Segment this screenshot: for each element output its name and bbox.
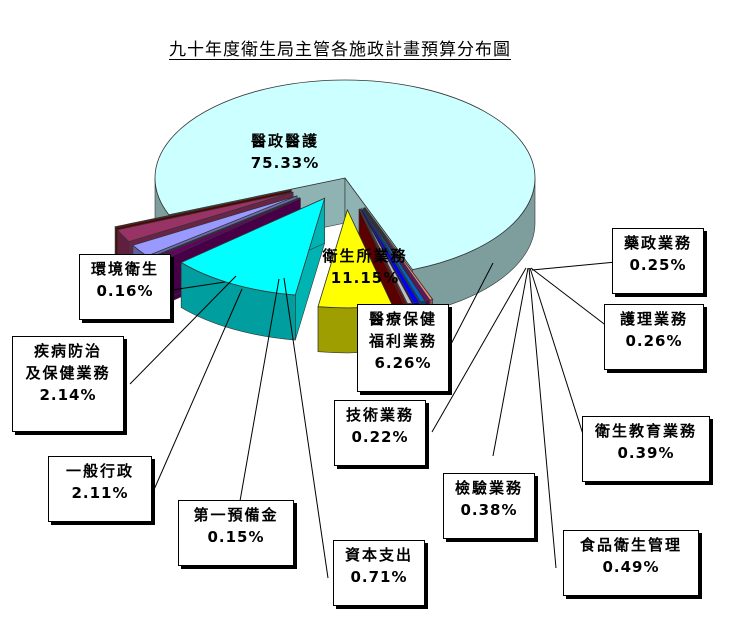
data-label-value: 0.26% bbox=[625, 332, 683, 350]
data-label-value: 6.26% bbox=[374, 354, 432, 372]
data-label-name: 衛生教育業務 bbox=[594, 422, 697, 440]
data-label-value: 0.39% bbox=[617, 444, 675, 462]
data-label-technical-affairs: 技術業務 0.22% bbox=[334, 400, 426, 466]
pie-slice-health-stations bbox=[180, 197, 326, 341]
data-label-name: 醫療保健 bbox=[368, 310, 437, 328]
data-label-name: 技術業務 bbox=[345, 406, 414, 424]
data-label-food-hygiene: 食品衛生管理 0.49% bbox=[563, 530, 699, 596]
leader-line-capital-expenditure bbox=[283, 277, 329, 579]
data-label-value: 0.38% bbox=[460, 501, 518, 519]
leader-line-first-reserve bbox=[239, 278, 280, 502]
data-label-name: 藥政業務 bbox=[623, 234, 692, 252]
data-label-name: 一般行政 bbox=[65, 462, 134, 480]
data-label-name: 檢驗業務 bbox=[454, 479, 523, 497]
data-label-general-admin: 一般行政 2.11% bbox=[48, 456, 152, 522]
data-label-name: 及保健業務 bbox=[25, 364, 111, 382]
data-label-name: 疾病防治 bbox=[33, 342, 102, 360]
data-label-name: 福利業務 bbox=[368, 332, 437, 350]
data-label-value: 0.16% bbox=[96, 282, 154, 300]
data-label-name: 食品衛生管理 bbox=[579, 536, 682, 554]
leader-line-inspection bbox=[492, 267, 529, 457]
leader-line-technical-affairs bbox=[431, 267, 527, 433]
data-label-name: 護理業務 bbox=[619, 310, 688, 328]
data-label-name: 醫政醫護 bbox=[250, 132, 319, 150]
data-label-value: 0.15% bbox=[207, 528, 265, 546]
leader-line-food-hygiene bbox=[528, 267, 557, 569]
leader-line-disease-prevention bbox=[129, 275, 237, 385]
data-label-disease-prevention: 疾病防治及保健業務 2.14% bbox=[12, 336, 124, 432]
data-label-value: 0.25% bbox=[629, 256, 687, 274]
chart-title: 九十年度衛生局主管各施政計畫預算分布圖 bbox=[169, 40, 511, 60]
leader-line-health-education bbox=[529, 267, 589, 451]
data-label-name: 環境衛生 bbox=[90, 260, 159, 278]
data-label-first-reserve: 第一預備金 0.15% bbox=[178, 500, 294, 566]
data-label-value: 0.22% bbox=[351, 428, 409, 446]
data-label-value: 0.71% bbox=[350, 568, 408, 586]
data-label-nursing-affairs: 護理業務 0.26% bbox=[604, 304, 704, 370]
data-label-inspection: 檢驗業務 0.38% bbox=[443, 473, 535, 539]
data-label-medical-welfare: 醫療保健福利業務 6.26% bbox=[357, 304, 449, 392]
leader-line-environmental-health bbox=[171, 281, 226, 291]
data-label-health-education: 衛生教育業務 0.39% bbox=[582, 416, 710, 482]
data-label-name: 資本支出 bbox=[344, 546, 413, 564]
data-label-capital-expenditure: 資本支出 0.71% bbox=[333, 540, 425, 606]
data-label-pharmaceutical-affairs: 藥政業務 0.25% bbox=[612, 228, 704, 294]
data-label-name: 衛生所業務 bbox=[322, 247, 408, 265]
data-label-name: 第一預備金 bbox=[193, 506, 279, 524]
leader-line-general-admin bbox=[152, 288, 243, 493]
data-label-environmental-health: 環境衛生 0.16% bbox=[79, 254, 171, 320]
leader-line-medical-welfare bbox=[448, 262, 494, 349]
data-label-value: 2.14% bbox=[39, 386, 97, 404]
data-label-health-stations: 衛生所業務 11.15% bbox=[300, 245, 430, 289]
data-label-value: 0.49% bbox=[602, 558, 660, 576]
leader-line-pharmaceutical-affairs bbox=[531, 261, 617, 271]
data-label-medical-affairs: 醫政醫護 75.33% bbox=[230, 130, 340, 174]
data-label-value: 2.11% bbox=[71, 484, 129, 502]
leader-line-nursing-affairs bbox=[530, 267, 613, 331]
data-label-value: 11.15% bbox=[330, 269, 400, 287]
data-label-value: 75.33% bbox=[250, 154, 320, 172]
